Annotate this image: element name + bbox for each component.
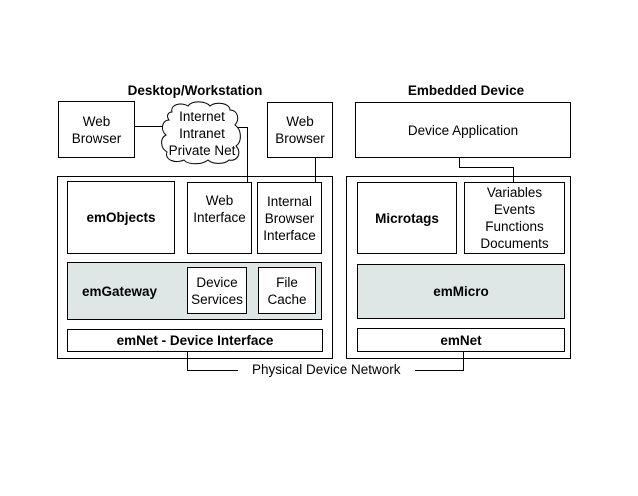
embedded-container bbox=[346, 176, 571, 359]
cloud-line: Private Net bbox=[168, 143, 236, 158]
web-interface-line: Web bbox=[205, 193, 234, 208]
em-micro-layer[interactable]: emMicro bbox=[357, 264, 565, 319]
internal-browser-interface-line: Internal bbox=[266, 193, 313, 209]
device-application-box[interactable]: Device Application bbox=[355, 102, 571, 158]
device-services-line: Services bbox=[191, 291, 243, 307]
network-cloud: Internet Intranet Private Net bbox=[160, 108, 244, 159]
desktop-workstation-header: Desktop/Workstation bbox=[127, 83, 263, 98]
microtag-item: Variables bbox=[486, 185, 543, 200]
internal-browser-interface-box[interactable]: Internal Browser Interface bbox=[257, 182, 322, 254]
desktop-container bbox=[57, 176, 333, 359]
web-interface-line: Interface bbox=[193, 210, 246, 225]
file-cache-box[interactable]: File Cache bbox=[258, 267, 316, 314]
internal-browser-interface-line: Browser bbox=[264, 210, 315, 226]
em-objects-box[interactable]: emObjects bbox=[67, 181, 175, 254]
cloud-line: Internet bbox=[179, 109, 225, 124]
em-gateway-label: emGateway bbox=[82, 283, 158, 299]
wire-network-right bbox=[415, 351, 464, 371]
embedded-device-header: Embedded Device bbox=[407, 83, 525, 98]
web-interface-box[interactable]: Web Interface bbox=[187, 182, 252, 254]
web-browser-left-line: Web bbox=[82, 113, 111, 129]
em-net-device-interface-box[interactable]: emNet - Device Interface bbox=[67, 329, 323, 352]
microtag-items-box[interactable]: Variables Events Functions Documents bbox=[464, 182, 565, 254]
microtags-box[interactable]: Microtags bbox=[357, 182, 457, 254]
cloud-line: Intranet bbox=[179, 126, 225, 141]
device-services-box[interactable]: Device Services bbox=[187, 267, 247, 314]
wire-cloud-to-web-interface bbox=[238, 127, 248, 182]
microtag-item: Documents bbox=[480, 236, 549, 251]
microtag-item: Functions bbox=[485, 219, 544, 234]
internal-browser-interface-line: Interface bbox=[263, 227, 316, 243]
physical-device-network-label: Physical Device Network bbox=[250, 362, 403, 377]
em-net-box[interactable]: emNet bbox=[357, 328, 565, 352]
web-browser-left[interactable]: Web Browser bbox=[58, 101, 135, 158]
web-browser-right[interactable]: Web Browser bbox=[267, 102, 333, 158]
web-browser-left-line: Browser bbox=[71, 130, 122, 146]
microtag-item: Events bbox=[493, 202, 536, 217]
device-services-line: Device bbox=[196, 274, 238, 290]
web-browser-right-line: Web bbox=[286, 114, 314, 129]
cloud-icon bbox=[161, 101, 241, 165]
wire-network-left bbox=[187, 351, 238, 371]
web-browser-right-line: Browser bbox=[275, 131, 325, 146]
file-cache-line: File bbox=[276, 274, 298, 290]
wire-application-to-microtags bbox=[459, 157, 514, 182]
file-cache-line: Cache bbox=[267, 291, 307, 307]
